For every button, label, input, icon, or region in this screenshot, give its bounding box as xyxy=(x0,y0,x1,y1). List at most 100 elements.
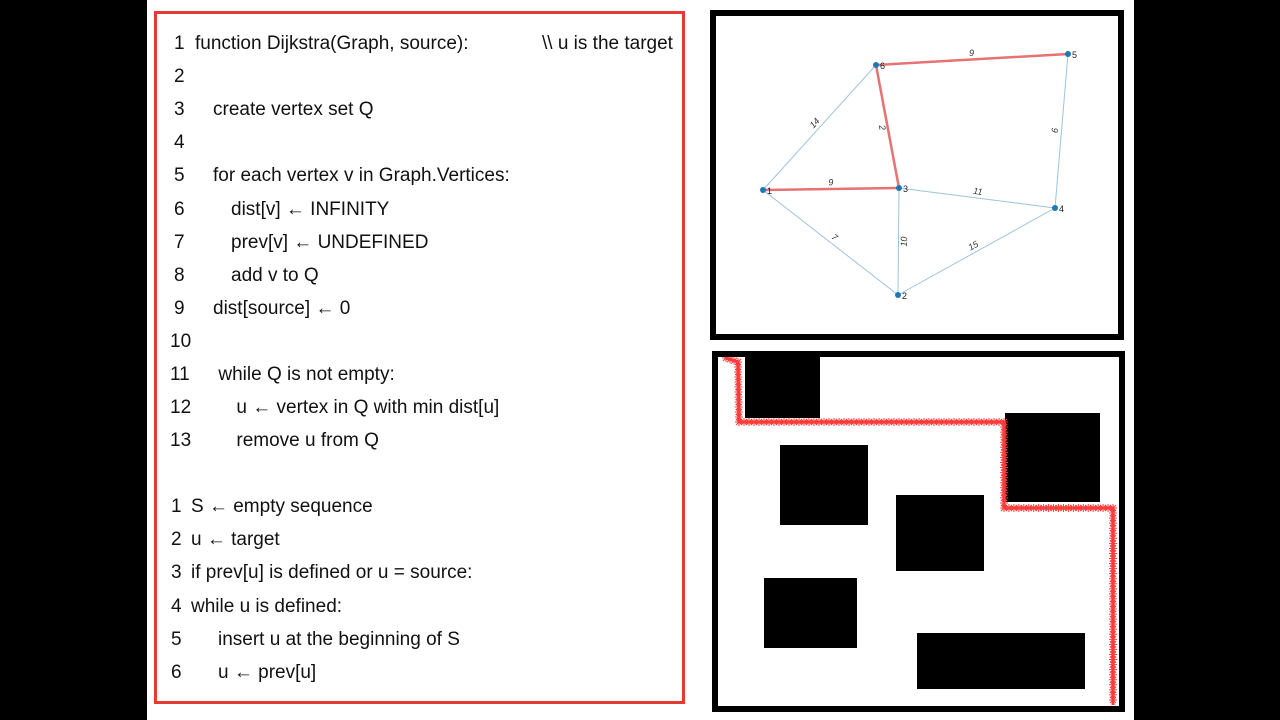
path-marker xyxy=(925,418,933,426)
grid-map xyxy=(722,354,1117,705)
path-marker xyxy=(850,418,858,426)
path-marker xyxy=(855,418,863,426)
path-marker xyxy=(1039,504,1048,512)
edge-weight-label: 10 xyxy=(899,236,909,246)
graph-node-1 xyxy=(760,187,766,193)
path-marker xyxy=(1049,504,1058,512)
path-marker xyxy=(734,403,743,411)
path-marker xyxy=(960,418,968,426)
path-marker xyxy=(1109,685,1117,694)
path-marker xyxy=(980,418,988,426)
path-marker xyxy=(915,418,923,426)
path-marker xyxy=(780,418,788,426)
path-marker xyxy=(1109,539,1117,548)
path-marker xyxy=(1109,524,1117,533)
path-marker xyxy=(1109,610,1117,619)
code-line: u ← vertex in Q with min dist[u] xyxy=(236,397,500,419)
path-marker xyxy=(1000,418,1008,426)
path-marker xyxy=(870,418,878,426)
code-line: S ← empty sequence xyxy=(191,496,373,517)
path-marker xyxy=(795,418,803,426)
path-marker xyxy=(920,418,928,426)
obstacle-block xyxy=(780,445,868,525)
edge-weight-label: 6 xyxy=(1050,128,1060,134)
path-marker xyxy=(1000,483,1008,492)
path-marker xyxy=(1109,695,1117,704)
path-marker xyxy=(1109,605,1117,614)
code-line: insert u at the beginning of S xyxy=(218,628,460,650)
path-marker xyxy=(1000,478,1008,487)
path-marker xyxy=(810,418,818,426)
path-marker xyxy=(805,418,813,426)
node-label: 4 xyxy=(1059,204,1064,214)
line-number: 12 xyxy=(170,397,192,419)
code-comment: \\ u is the target xyxy=(542,33,673,54)
path-marker xyxy=(790,418,798,426)
path-marker xyxy=(875,418,883,426)
path-marker xyxy=(745,418,753,426)
node-label: 1 xyxy=(767,186,772,196)
path-marker xyxy=(1000,504,1008,512)
path-marker xyxy=(865,418,873,426)
path-marker xyxy=(1109,549,1117,558)
node-label: 3 xyxy=(903,184,908,194)
path-marker xyxy=(765,418,773,426)
node-label: 6 xyxy=(880,61,885,71)
graph-node-4 xyxy=(1052,205,1058,211)
path-marker xyxy=(840,418,848,426)
line-number: 4 xyxy=(171,595,182,617)
path-marker xyxy=(734,358,742,366)
path-marker xyxy=(1014,504,1023,512)
path-marker xyxy=(1109,650,1117,659)
grid-map-panel xyxy=(712,351,1125,712)
path-marker xyxy=(1004,504,1013,512)
path-marker xyxy=(1084,504,1093,512)
obstacle-block xyxy=(745,357,820,418)
path-marker xyxy=(1109,635,1117,644)
path-marker xyxy=(1109,559,1117,568)
path-marker xyxy=(1109,504,1117,512)
edge-weight-label: 2 xyxy=(877,123,888,131)
path-marker xyxy=(1099,504,1108,512)
path-marker xyxy=(1000,498,1008,507)
path-marker xyxy=(1109,665,1117,674)
code-line: function Dijkstra(Graph, source): xyxy=(195,33,469,54)
line-number: 1 xyxy=(171,496,182,517)
path-marker xyxy=(935,418,943,426)
path-marker xyxy=(1109,574,1117,583)
path-marker xyxy=(880,418,888,426)
line-number: 3 xyxy=(171,562,182,584)
code-line: if prev[u] is defined or u = source: xyxy=(191,562,473,584)
graph-node-2 xyxy=(895,292,901,298)
path-marker xyxy=(1000,438,1008,447)
graph-edge-4-5 xyxy=(1054,53,1069,209)
path-marker xyxy=(1064,504,1073,512)
path-markers xyxy=(722,354,1117,704)
path-marker xyxy=(1109,509,1117,518)
path-marker xyxy=(734,383,743,391)
code-line: for each vertex v in Graph.Vertices: xyxy=(213,165,510,187)
graph-node-5 xyxy=(1065,51,1071,57)
path-marker xyxy=(965,418,973,426)
path-marker xyxy=(1094,504,1103,512)
path-marker xyxy=(775,418,783,426)
line-number: 13 xyxy=(170,430,192,452)
line-number: 7 xyxy=(174,231,185,253)
path-marker xyxy=(1109,594,1117,603)
path-marker xyxy=(735,418,743,426)
path-marker xyxy=(1034,504,1043,512)
path-marker xyxy=(1109,514,1117,523)
line-number: 11 xyxy=(170,364,190,385)
path-marker xyxy=(1089,504,1098,512)
path-marker xyxy=(1109,544,1117,553)
path-marker xyxy=(1109,564,1117,573)
path-marker xyxy=(1074,504,1083,512)
path-marker xyxy=(1024,504,1033,512)
path-marker xyxy=(800,418,808,426)
path-marker xyxy=(825,418,833,426)
path-marker xyxy=(1000,493,1008,502)
graph-edge-1-3 xyxy=(762,186,900,192)
line-number: 3 xyxy=(174,99,185,121)
path-marker xyxy=(950,418,958,426)
code-line: create vertex set Q xyxy=(213,99,374,121)
